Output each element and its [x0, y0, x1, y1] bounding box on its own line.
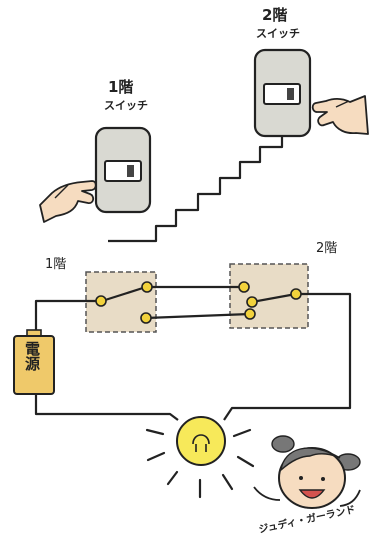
- switch-1f-floor-label: 1階: [108, 78, 134, 96]
- circuit-1f-label: 1階: [45, 257, 67, 272]
- light-rays: [145, 428, 255, 499]
- hand-right-icon: [311, 95, 369, 135]
- switch-2f-label: スイッチ: [256, 27, 300, 40]
- switch-1f-label: スイッチ: [104, 99, 148, 112]
- switch-terminals: [95, 281, 302, 324]
- circuit-2f-label: 2階: [316, 241, 338, 256]
- power-source-label: 電源: [23, 341, 41, 371]
- power-source: [13, 329, 55, 395]
- switch-2f-floor-label: 2階: [262, 6, 288, 24]
- hand-left-icon: [39, 180, 97, 223]
- light-bulb-icon: [176, 416, 226, 466]
- staircase: [108, 130, 300, 243]
- switch-2f-plate: [253, 48, 312, 138]
- circuit-wires: [34, 285, 352, 421]
- switch-1f-plate: [94, 126, 152, 214]
- girl-illustration: [253, 435, 361, 509]
